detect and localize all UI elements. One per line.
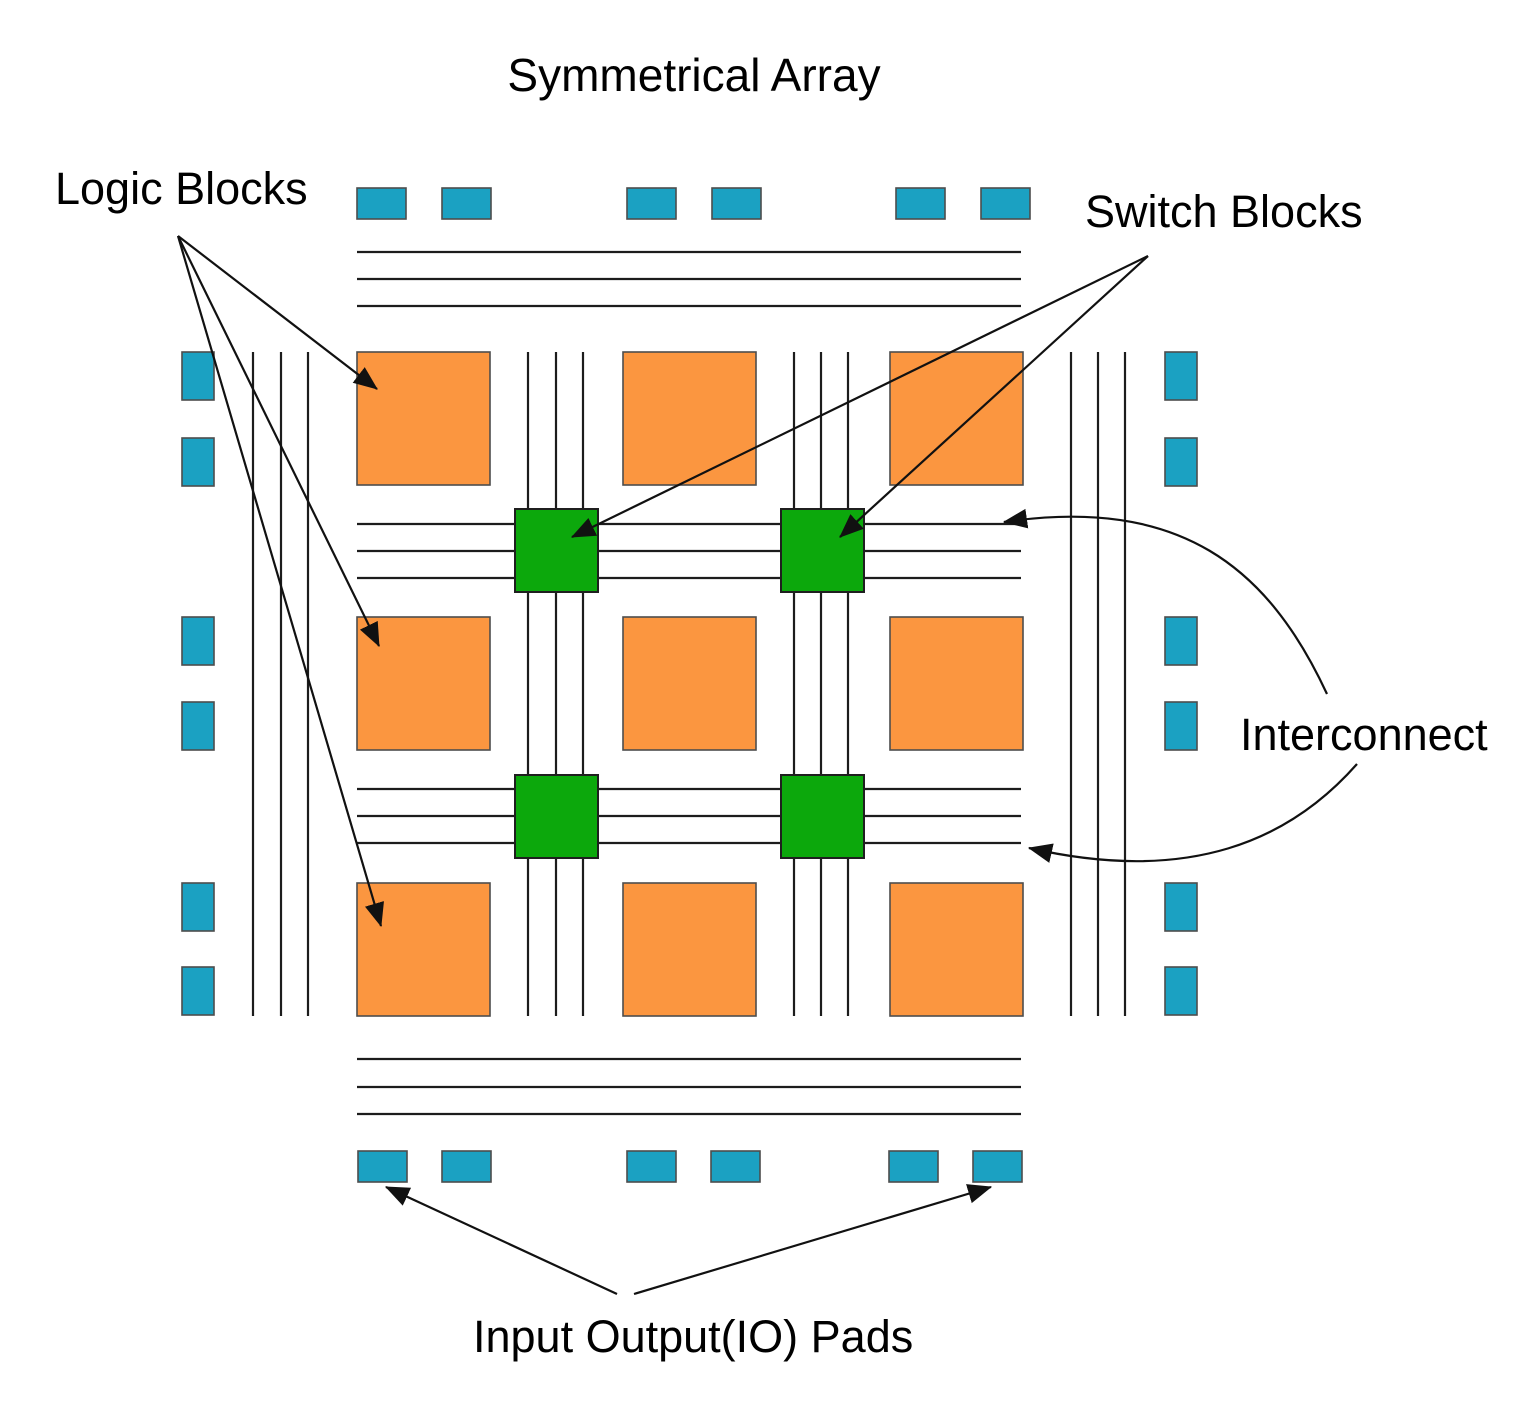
logic-block — [889, 882, 1024, 1017]
io-pads-arrow-1 — [385, 1186, 618, 1295]
logic-blocks-arrow-2 — [177, 235, 380, 647]
io-pad-right — [1164, 616, 1198, 666]
io-pad-bottom — [441, 1150, 492, 1183]
io-pad-top — [441, 187, 492, 220]
switch-blocks-arrow-2 — [839, 255, 1149, 538]
logic-blocks-arrow-3 — [176, 235, 384, 928]
logic-blocks-arrow-1 — [177, 235, 378, 390]
io-pad-right — [1164, 437, 1198, 487]
io-pad-bottom — [357, 1150, 408, 1183]
logic-block — [356, 351, 491, 486]
switch-block — [780, 774, 865, 859]
io-pad-top — [356, 187, 407, 220]
io-pad-left — [181, 701, 215, 751]
diagram-title: Symmetrical Array — [507, 49, 881, 101]
label-io-pads: Input Output(IO) Pads — [473, 1311, 914, 1362]
io-pads-arrow-2 — [633, 1184, 993, 1296]
io-pad-left — [181, 437, 215, 487]
logic-block — [889, 616, 1024, 751]
logic-block — [622, 351, 757, 486]
io-pad-top — [980, 187, 1031, 220]
io-pad-top — [895, 187, 946, 220]
io-pad-right — [1164, 701, 1198, 751]
io-pad-bottom — [626, 1150, 677, 1183]
io-pad-top — [711, 187, 762, 220]
io-pad-right — [1164, 351, 1198, 401]
switch-block — [514, 774, 599, 859]
label-switch-blocks: Switch Blocks — [1085, 186, 1363, 237]
switch-blocks-arrow-1 — [571, 255, 1149, 538]
io-pad-bottom — [888, 1150, 939, 1183]
io-pad-right — [1164, 882, 1198, 932]
logic-block — [622, 616, 757, 751]
io-pad-left — [181, 351, 215, 401]
io-pad-left — [181, 966, 215, 1016]
switch-block — [780, 508, 865, 593]
logic-block — [356, 616, 491, 751]
io-pad-right — [1164, 966, 1198, 1016]
io-pad-left — [181, 882, 215, 932]
io-pad-bottom — [972, 1150, 1023, 1183]
logic-block — [622, 882, 757, 1017]
interconnect-arrow-upper — [1002, 508, 1328, 695]
logic-block — [889, 351, 1024, 486]
switch-block — [514, 508, 599, 593]
label-logic-blocks: Logic Blocks — [55, 163, 308, 214]
io-pad-left — [181, 616, 215, 666]
logic-block — [356, 882, 491, 1017]
io-pad-bottom — [710, 1150, 761, 1183]
io-pad-top — [626, 187, 677, 220]
interconnect-arrow-lower — [1027, 763, 1358, 863]
label-interconnect: Interconnect — [1240, 709, 1488, 760]
